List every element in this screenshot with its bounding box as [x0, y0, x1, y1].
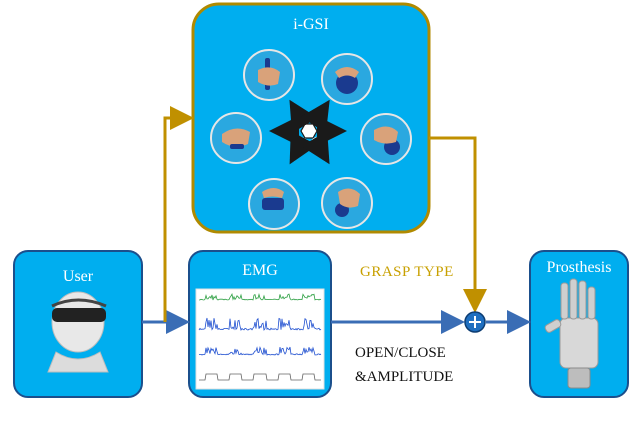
emg-trace-row-4: [199, 373, 321, 381]
emg-label: EMG: [242, 262, 278, 279]
user-label: User: [63, 268, 94, 285]
prosthesis-label: Prosthesis: [547, 259, 612, 276]
prosthesis-box: Prosthesis: [529, 250, 629, 398]
emg-signal-traces: [198, 293, 322, 381]
grasp-type-label: GRASP TYPE: [360, 264, 454, 280]
emg-trace-row-1: [198, 293, 322, 301]
grasp-option-power[interactable]: [360, 113, 412, 165]
grasp-option-tripod[interactable]: [321, 177, 373, 229]
igsi-title: i-GSI: [293, 16, 329, 33]
amplitude-label: &AMPLITUDE: [355, 369, 453, 385]
emg-box: EMG: [188, 250, 332, 398]
emg-trace-row-2: [198, 317, 322, 331]
grasp-option-lateral[interactable]: [210, 112, 262, 164]
emg-signal-panel: [195, 288, 325, 390]
selector-hub: [269, 99, 347, 165]
igsi-box: i-GSI: [191, 2, 431, 234]
summing-junction: [464, 311, 486, 333]
arrow-user-to-igsi: [163, 106, 194, 322]
arrow-igsi-to-sum: [429, 136, 487, 313]
emg-trace-row-3: [198, 345, 322, 356]
user-headset-figure: [47, 291, 109, 373]
grasp-option-precision[interactable]: [248, 178, 300, 230]
prosthetic-hand-figure: [544, 278, 599, 389]
grasp-option-cylindrical[interactable]: [243, 49, 295, 101]
grasp-option-spherical[interactable]: [321, 53, 373, 105]
open-close-label: OPEN/CLOSE: [355, 345, 446, 361]
user-box: User: [13, 250, 143, 398]
